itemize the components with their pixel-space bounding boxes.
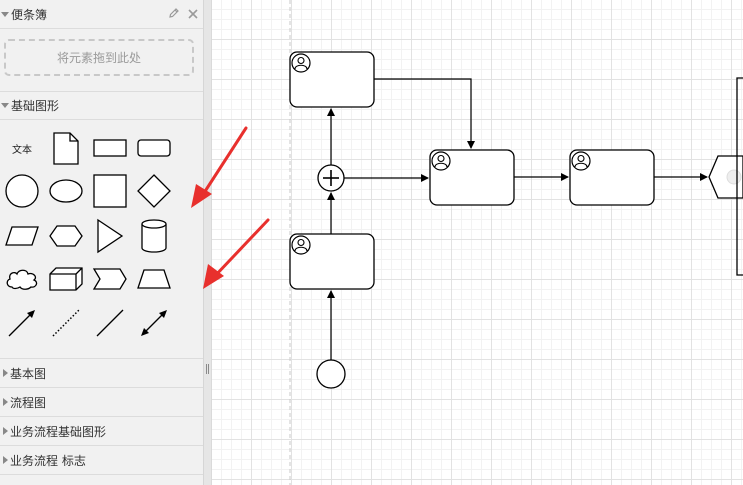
red-annotation-arrow [203,218,270,289]
basic-shapes-header[interactable]: 基础图形 [0,91,203,120]
scratchpad-title: 便条簿 [11,7,48,22]
expand-triangle-icon [1,103,9,108]
sidebar-splitter[interactable] [203,0,212,485]
splitter-grip-icon[interactable] [206,364,209,374]
shape-bidirectional-arrow[interactable] [136,305,172,341]
user-icon [431,151,451,171]
user-icon [291,53,311,73]
shape-rounded-rectangle[interactable] [136,130,172,166]
shape-cylinder[interactable] [136,218,172,254]
red-annotation-arrow [191,126,248,208]
user-task-bottom[interactable] [289,233,375,290]
scratchpad-header[interactable]: 便条簿 [0,0,203,29]
basic-shapes-title: 基础图形 [11,99,60,113]
collapsed-triangle-icon [3,427,8,435]
library-label: 业务流程 标志 [10,453,86,468]
start-event[interactable] [316,359,346,389]
expand-triangle-icon [1,11,9,17]
drop-hint: 将元素拖到此处 [56,51,141,65]
user-task-right[interactable] [569,149,655,206]
collapsed-triangle-icon [3,456,8,464]
shape-step[interactable] [92,261,128,297]
user-icon [571,151,591,171]
text-shape-label: 文本 [12,144,32,156]
shape-rectangle[interactable] [92,130,128,166]
shape-dotted-line[interactable] [48,305,84,341]
close-icon[interactable] [188,8,198,22]
connector[interactable] [374,78,475,149]
library-label: 基本图 [10,366,47,381]
scratchpad-drop-zone[interactable]: 将元素拖到此处 [4,39,194,76]
library-label: 流程图 [10,395,47,410]
shape-triangle[interactable] [92,218,128,254]
library-flowchart[interactable]: 流程图 [0,388,203,417]
shape-trapezoid[interactable] [136,261,172,297]
parallel-gateway[interactable] [317,164,345,192]
sidebar: 便条簿 将元素拖到此处 基础图形 文本 [0,0,203,485]
user-icon [291,235,311,255]
library-basic-diagram[interactable]: 基本图 [0,359,203,388]
collapsed-triangle-icon [3,369,8,377]
user-task-top[interactable] [289,51,375,108]
hexagon-event[interactable] [708,155,743,199]
shape-parallelogram[interactable] [4,218,40,254]
collapsed-triangle-icon [3,398,8,406]
shape-cube[interactable] [48,261,84,297]
basic-shapes-palette: 文本 [0,121,203,359]
shape-line[interactable] [92,305,128,341]
shape-hexagon[interactable] [48,218,84,254]
pencil-icon[interactable] [168,7,180,22]
shape-document[interactable] [48,130,84,166]
shape-circle[interactable] [4,173,40,209]
shape-cloud[interactable] [4,261,40,297]
library-label: 业务流程基础图形 [10,424,107,439]
shape-diamond[interactable] [136,173,172,209]
shape-text[interactable]: 文本 [4,130,40,166]
shape-arrow[interactable] [4,305,40,341]
user-task-middle[interactable] [429,149,515,206]
library-bpmn-basic[interactable]: 业务流程基础图形 [0,417,203,446]
pool-edge[interactable] [736,77,743,276]
library-bpmn-markers[interactable]: 业务流程 标志 [0,446,203,475]
shape-ellipse[interactable] [48,173,84,209]
shape-square[interactable] [92,173,128,209]
